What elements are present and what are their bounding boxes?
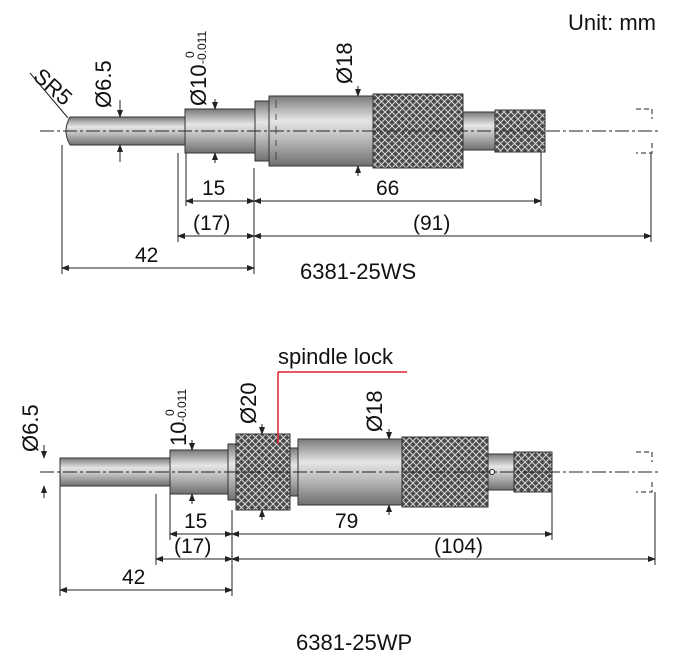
top-d-stem-tol-upper: 0 [183, 51, 197, 58]
top-d-stem-label: Ø10 [186, 64, 211, 106]
top-micrometer-head [40, 93, 660, 169]
bottom-d-stem-group: 10 0 -0.011 [163, 389, 191, 446]
top-len-body: 66 [376, 177, 399, 200]
top-d-thimble-label: Ø18 [332, 42, 357, 84]
top-d-spindle-label: Ø6.5 [91, 60, 116, 108]
top-d-stem-tol-lower: -0.011 [195, 31, 209, 64]
bottom-len-body: 79 [335, 510, 358, 533]
bottom-model-label: 6381-25WP [296, 630, 412, 655]
bottom-d-stem-label: 10 [166, 422, 191, 446]
top-model-label: 6381-25WS [300, 259, 416, 284]
bottom-d-stem-tol-upper: 0 [163, 409, 177, 416]
top-sr-label: SR5 [29, 63, 78, 110]
bottom-d-stem-tol-lower: -0.011 [175, 389, 189, 422]
bottom-len-stem: 15 [184, 510, 207, 533]
bottom-dimensions [41, 424, 656, 596]
top-len-stem: 15 [202, 177, 225, 200]
bottom-end-bracket [636, 451, 653, 493]
top-d-stem-group: Ø10 0 -0.011 [183, 31, 211, 106]
bottom-len-spindle: 42 [122, 566, 145, 589]
top-spindle [65, 116, 186, 146]
bottom-micrometer-head [40, 433, 660, 511]
bottom-d-lock-label: Ø20 [236, 382, 261, 424]
bottom-len-stem-ref: (17) [174, 535, 211, 558]
unit-label: Unit: mm [568, 10, 656, 35]
top-len-stem-ref: (17) [193, 212, 230, 235]
bottom-d-spindle-label: Ø6.5 [18, 404, 43, 452]
top-len-spindle: 42 [135, 244, 158, 267]
bottom-len-total-ref: (104) [434, 535, 483, 558]
top-dimensions [29, 72, 652, 274]
top-end-bracket [636, 108, 653, 154]
callout-label: spindle lock [278, 344, 394, 369]
top-len-total-ref: (91) [413, 212, 450, 235]
bottom-d-thimble-label: Ø18 [362, 390, 387, 432]
